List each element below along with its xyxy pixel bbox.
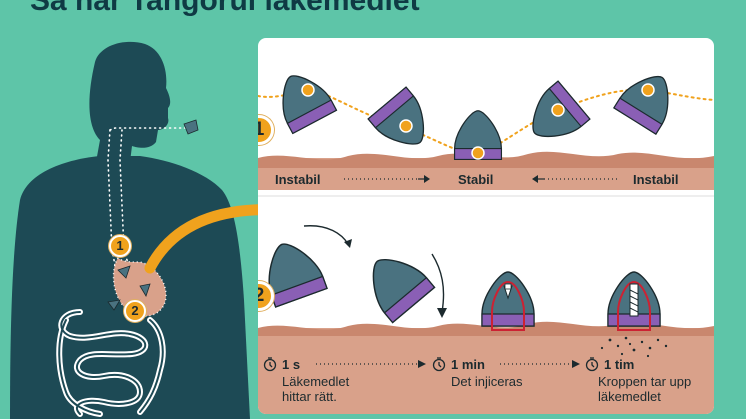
timer-icon [263, 357, 277, 372]
tissue-layer-2 [258, 328, 714, 414]
curved-arrow-icon [144, 204, 258, 274]
caption-1min: Det injiceras [451, 374, 523, 389]
body-marker-2: 2 [124, 300, 146, 322]
arrow-left-icon [532, 175, 618, 183]
body-marker-1: 1 [109, 235, 131, 257]
caption-1s-line2: hittar rätt. [282, 389, 337, 404]
timer-icon [585, 357, 599, 372]
arrow-right-icon [344, 175, 430, 183]
time-1s: 1 s [282, 357, 301, 372]
human-silhouette [10, 41, 258, 419]
caption-1s-line1: Läkemedlet [282, 374, 350, 389]
caption-1tim-line2: läkemedlet [598, 389, 661, 404]
timer-icon [432, 357, 446, 372]
label-instabil-right: Instabil [633, 172, 679, 187]
label-stabil: Stabil [458, 172, 494, 187]
page-title: Så når Tangorul läkemedlet [30, 0, 420, 17]
time-1min: 1 min [451, 357, 485, 372]
arrow-right-icon [316, 360, 426, 368]
arrow-right-icon [500, 360, 580, 368]
capsule-icon [183, 119, 199, 135]
capsule-icon [107, 265, 151, 311]
mechanism-panel: 1 2 Instabil Stabil Instabil 1 s Läkemed… [258, 38, 714, 414]
caption-1tim-line1: Kroppen tar upp [598, 374, 692, 389]
time-1tim: 1 tim [604, 357, 635, 372]
label-instabil-left: Instabil [275, 172, 321, 187]
